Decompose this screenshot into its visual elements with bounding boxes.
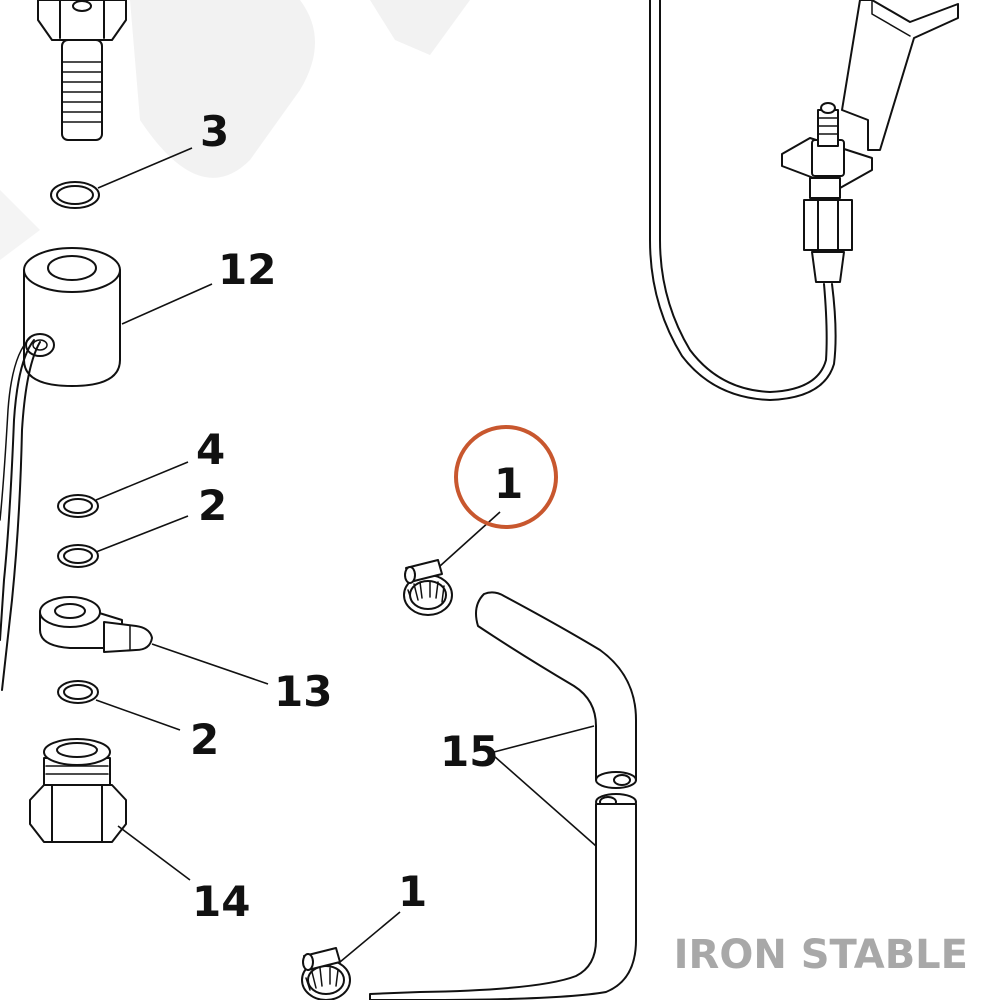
washer-4 [57, 494, 99, 518]
callout-2-upper: 2 [198, 481, 227, 530]
washer-2-lower [57, 680, 99, 704]
callout-14: 14 [192, 877, 250, 926]
hex-fitting-top [37, 0, 127, 141]
callout-1-bottom: 1 [398, 867, 427, 916]
leader-lines [95, 147, 597, 963]
banjo-fitting [39, 596, 153, 653]
background-watermark-shape [0, 0, 470, 260]
callout-13: 13 [274, 667, 332, 716]
callout-2-lower: 2 [190, 715, 219, 764]
callout-12: 12 [218, 245, 276, 294]
washer-3 [50, 181, 100, 209]
coil-wires [0, 337, 41, 691]
sensor-bracket-assembly [649, 0, 959, 401]
highlight-circle [454, 425, 558, 529]
hose-clamp-bottom [301, 947, 351, 1000]
callout-1-top: 1 [494, 459, 523, 508]
washer-2-upper [57, 544, 99, 568]
callout-3: 3 [200, 107, 229, 156]
solenoid-coil [23, 247, 121, 387]
hose-clamp-top [403, 559, 453, 616]
callout-15: 15 [440, 727, 498, 776]
hose-upper-section [475, 591, 637, 789]
hex-nut-fitting [29, 738, 127, 843]
callout-4: 4 [196, 425, 225, 474]
watermark-text: IRON STABLE [674, 932, 968, 978]
hose-lower-section [369, 793, 637, 1000]
